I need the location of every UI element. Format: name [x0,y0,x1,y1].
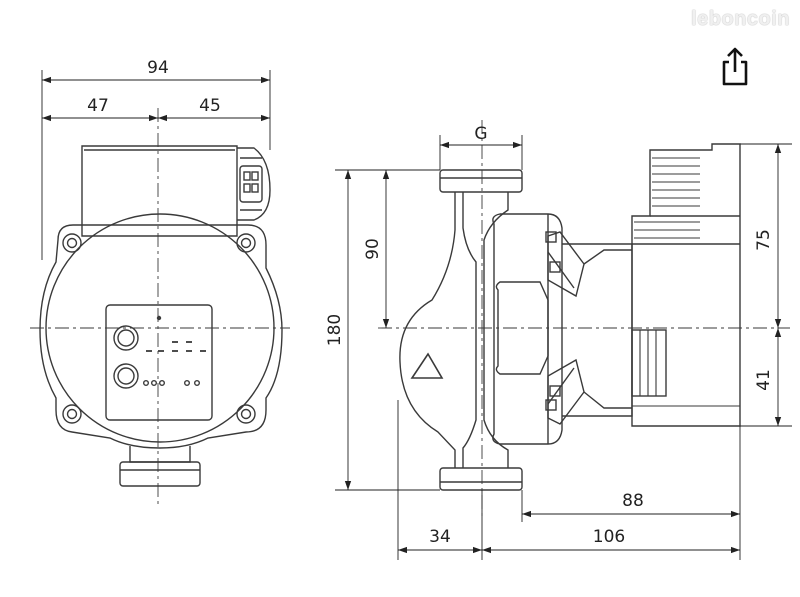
dim-flange-to-axis: 34 [429,527,451,547]
dim-axis-to-bottom: 41 [754,369,774,391]
front-view [30,108,290,508]
control-knob-bottom [113,363,139,389]
dim-axis-to-back: 106 [593,527,625,547]
flow-direction-arrow [410,352,444,379]
dim-upper-to-axis: 90 [363,238,383,260]
dim-motor-depth: 88 [622,491,644,511]
dim-top-to-axis: 75 [754,229,774,251]
cooling-ribs [631,329,667,397]
electronics-module [631,143,741,427]
pipe-flange-bottom [439,467,523,491]
motor-body [562,243,633,417]
front-view-dimensions [41,70,271,260]
bolt-hole-bottom-right [236,404,256,424]
control-panel [105,304,213,421]
pipe-connection-bottom [119,461,201,487]
share-button[interactable] [715,45,755,89]
dim-overall-width: 94 [147,58,169,78]
side-view-dimensions [335,135,792,560]
dim-overall-height: 180 [325,314,345,346]
motor-housing-circle [45,213,275,443]
leboncoin-watermark: leboncoin [691,8,790,30]
control-knob-top [113,325,139,351]
flange-outline [39,224,283,449]
bolt-hole-bottom-left [62,404,82,424]
bolt-hole-top-left [62,233,82,253]
dim-connection-g: G [474,124,487,144]
terminal-box-outline [81,145,238,237]
dim-right-half: 45 [199,96,221,116]
share-icon [722,47,748,86]
bolt-hole-top-right [236,233,256,253]
dim-left-half: 47 [87,96,109,116]
side-view [378,120,790,520]
pipe-flange-top [439,169,523,193]
housing-plate [492,213,563,445]
pump-body-outline [399,192,509,468]
